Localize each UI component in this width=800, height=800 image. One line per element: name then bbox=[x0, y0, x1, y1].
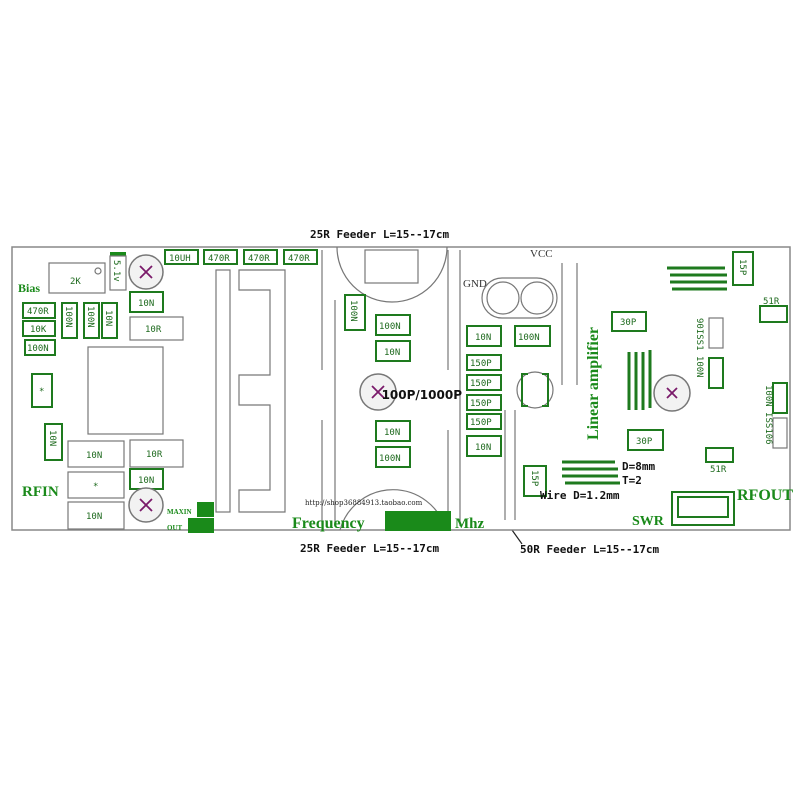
cap-10n: 10N bbox=[384, 348, 400, 358]
zener-5v1 bbox=[109, 255, 127, 291]
trimmer-top-left bbox=[128, 254, 164, 290]
cap-15p: 15P bbox=[529, 470, 539, 487]
cap-100n: 100N bbox=[379, 454, 401, 464]
trimmer-bottom-left bbox=[128, 487, 164, 523]
vcc-label: VCC bbox=[530, 248, 553, 260]
pot-dot bbox=[94, 267, 102, 275]
swr-label: SWR bbox=[632, 514, 665, 529]
cap-100n: 100N bbox=[348, 300, 358, 322]
zener-label: 5.1v bbox=[111, 260, 121, 282]
cap-100n: 100N bbox=[85, 306, 95, 328]
cap-15p: 15P bbox=[737, 259, 747, 276]
bottom-feeder-label: 25R Feeder L=15--17cm bbox=[300, 542, 439, 555]
out-label: OUT bbox=[167, 524, 183, 532]
cap-30p: 30P bbox=[620, 318, 637, 328]
cap-10n: 10N bbox=[384, 428, 400, 438]
wire-diameter: Wire D=1.2mm bbox=[540, 489, 620, 502]
maxin-pad bbox=[197, 502, 214, 517]
cap-10n: 10N bbox=[138, 299, 154, 309]
cap-100n: 100N bbox=[518, 333, 540, 343]
vertical-coil bbox=[627, 350, 652, 410]
top-feeder-label: 25R Feeder L=15--17cm bbox=[310, 228, 449, 241]
cap-10n: 10N bbox=[475, 333, 491, 343]
output-feeder-label: 50R Feeder L=15--17cm bbox=[520, 543, 659, 556]
cap-100n: 100N bbox=[63, 306, 73, 328]
cap-outline-top bbox=[336, 246, 448, 303]
out-pad bbox=[188, 518, 214, 533]
inductor-10uh: 10UH bbox=[169, 254, 191, 264]
feeder-arrow bbox=[511, 529, 523, 545]
trimmer-right bbox=[653, 374, 691, 412]
top-coil bbox=[667, 266, 727, 291]
stripline-bracket bbox=[238, 269, 286, 513]
mhz-label: Mhz bbox=[455, 516, 485, 532]
cap-10n: 10N bbox=[47, 430, 57, 446]
cap-10n: 10N bbox=[86, 451, 102, 461]
cap-10n: 10N bbox=[86, 512, 102, 522]
zener-band bbox=[110, 252, 126, 256]
linear-amplifier-label: Linear amplifier bbox=[585, 327, 602, 440]
resistor-10k: 10K bbox=[30, 325, 47, 335]
shop-url: http://shop36884913.taobao.com bbox=[305, 499, 423, 507]
swr-connector-inner bbox=[677, 496, 729, 518]
transistor-outline bbox=[516, 371, 554, 409]
cap-150p: 150P bbox=[470, 418, 492, 428]
cap-10n: 10N bbox=[103, 310, 113, 326]
frequency-field bbox=[385, 511, 451, 531]
marker-star: * bbox=[93, 482, 98, 492]
stripline-left bbox=[215, 269, 231, 513]
maxin-label: MAXIN bbox=[167, 508, 192, 516]
feeder-lines bbox=[321, 250, 516, 526]
vcc-hole bbox=[520, 281, 554, 315]
resistor-10r: 10R bbox=[145, 325, 162, 335]
cap-150p: 150P bbox=[470, 399, 492, 409]
diode-iss-label: 100N ISS106 bbox=[763, 385, 773, 445]
diode-body bbox=[364, 249, 419, 284]
resistor-470r: 470R bbox=[288, 254, 310, 264]
swr-connector bbox=[671, 491, 735, 526]
cap-10n: 10N bbox=[475, 443, 491, 453]
diode-iss-label: 90ISS1 100N bbox=[694, 318, 704, 378]
gnd-hole bbox=[486, 281, 520, 315]
trimmer-center bbox=[359, 373, 397, 411]
frequency-label: Frequency bbox=[292, 515, 365, 532]
coil-turns: T=2 bbox=[622, 474, 642, 487]
resistor-470r: 470R bbox=[27, 307, 49, 317]
heatsink-pad bbox=[87, 346, 164, 435]
cap-30p: 30P bbox=[636, 437, 653, 447]
cap-100n: 100N bbox=[27, 344, 49, 354]
power-terminal bbox=[481, 277, 558, 319]
resistor-470r: 470R bbox=[248, 254, 270, 264]
pot-2k-label: 2K bbox=[70, 277, 81, 287]
cap-10n: 10N bbox=[138, 476, 154, 486]
cap-select-label: 100P/1000P bbox=[382, 388, 463, 402]
transistor-pads bbox=[521, 373, 549, 407]
rfout-label: RFOUT bbox=[737, 487, 793, 504]
output-coil bbox=[562, 460, 620, 485]
rfin-label: RFIN bbox=[22, 484, 59, 500]
cap-100n: 100N bbox=[379, 322, 401, 332]
resistor-51r: 51R bbox=[710, 465, 727, 475]
cap-150p: 150P bbox=[470, 379, 492, 389]
gnd-label: GND bbox=[463, 278, 487, 290]
pot-2k bbox=[48, 262, 106, 294]
coil-diameter: D=8mm bbox=[622, 460, 655, 473]
marker-star: * bbox=[39, 387, 44, 397]
cap-150p: 150P bbox=[470, 359, 492, 369]
resistor-51r: 51R bbox=[763, 297, 780, 307]
resistor-10r: 10R bbox=[146, 450, 163, 460]
resistor-470r: 470R bbox=[208, 254, 230, 264]
bias-label: Bias bbox=[18, 281, 40, 295]
